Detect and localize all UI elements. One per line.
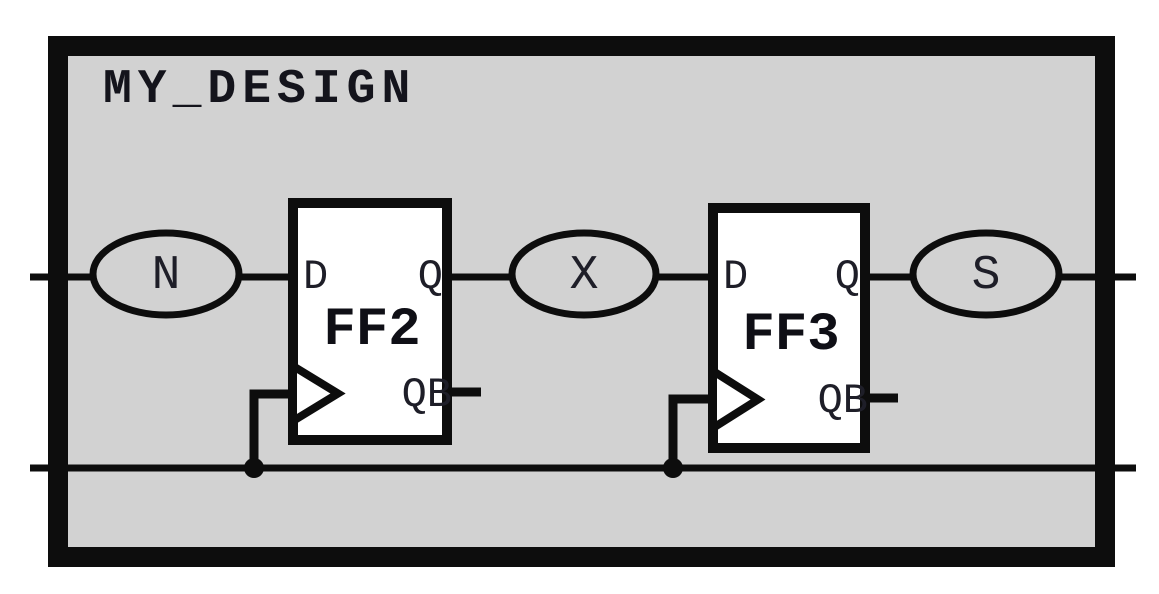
ff3-clock-triangle-icon bbox=[709, 363, 766, 436]
net-ellipse-x bbox=[508, 229, 660, 319]
clock-stub-ff2 bbox=[249, 389, 291, 468]
ff3-pin-q: Q bbox=[835, 253, 860, 301]
ff2-name: FF2 bbox=[323, 300, 420, 361]
net-ellipse-n bbox=[89, 229, 243, 319]
ff2-pin-d: D bbox=[303, 253, 328, 301]
ff2-clock-triangle-icon bbox=[289, 358, 346, 429]
clock-junction-dot-ff2 bbox=[244, 458, 264, 478]
net-label-x: X bbox=[570, 249, 599, 303]
flipflop-ff3: D Q FF3 QB bbox=[708, 203, 870, 453]
net-bubble-s: S bbox=[909, 229, 1063, 319]
net-bubble-x: X bbox=[508, 229, 660, 319]
net-label-n: N bbox=[152, 249, 181, 303]
ff2-pin-qb: QB bbox=[402, 371, 452, 419]
net-label-s: S bbox=[972, 249, 1001, 303]
ff3-name: FF3 bbox=[742, 305, 839, 366]
ff3-pin-qb: QB bbox=[818, 377, 868, 425]
flipflop-ff2: D Q FF2 QB bbox=[288, 198, 452, 445]
net-bubble-n: N bbox=[89, 229, 243, 319]
clock-junction-dot-ff3 bbox=[663, 458, 683, 478]
clock-stub-ff3 bbox=[668, 394, 711, 468]
net-ellipse-s bbox=[909, 229, 1063, 319]
ff2-pin-q: Q bbox=[418, 253, 443, 301]
ff3-pin-d: D bbox=[723, 253, 748, 301]
design-title: MY_DESIGN bbox=[103, 63, 416, 117]
